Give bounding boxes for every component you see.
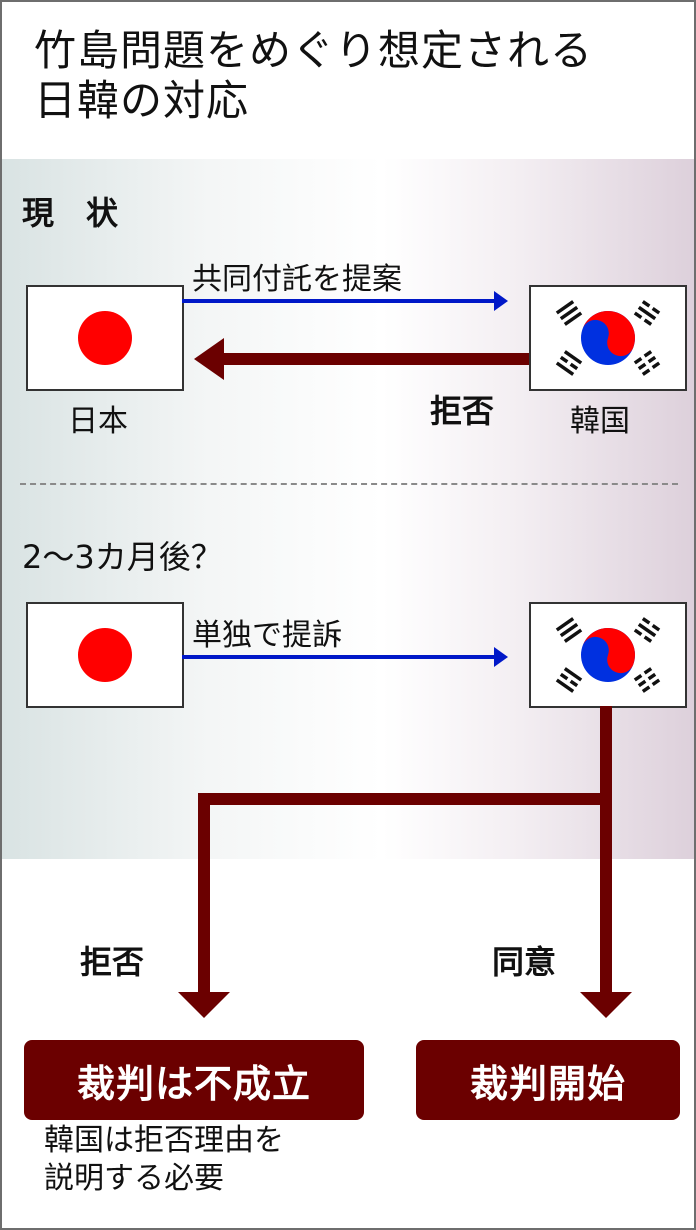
- branch-reject-label: 拒否: [80, 943, 145, 981]
- japan-flag-graphic: [78, 628, 132, 682]
- outcome-trial-starts-label: 裁判開始: [469, 1061, 626, 1106]
- outcome-trial-fails: 裁判は不成立: [24, 1040, 364, 1120]
- proposal-label: 共同付託を提案: [192, 262, 402, 297]
- rejection-label: 拒否: [430, 392, 495, 430]
- note-line-1: 韓国は拒否理由を: [44, 1123, 284, 1158]
- section-heading-current: 現 状: [22, 194, 119, 232]
- branch-agree-label: 同意: [492, 943, 557, 981]
- section-divider: [20, 483, 678, 485]
- outcome-trial-fails-label: 裁判は不成立: [76, 1061, 311, 1106]
- korea-flag-graphic: [555, 617, 661, 693]
- section-heading-future: 2〜3カ月後？: [22, 538, 223, 576]
- title-line-2: 日韓の対応: [34, 76, 250, 125]
- korea-label: 韓国: [570, 404, 630, 439]
- scenario-background: [2, 159, 694, 859]
- japan-flag-graphic: [78, 311, 132, 365]
- rejection-note: 韓国は拒否理由を 説明する必要: [44, 1122, 284, 1198]
- unilateral-filing-label: 単独で提訴: [192, 618, 342, 653]
- japan-label: 日本: [68, 404, 128, 439]
- korea-flag-graphic: [555, 300, 661, 376]
- korea-flag-icon: [529, 285, 687, 391]
- japan-flag-icon: [26, 602, 184, 708]
- outcome-trial-starts: 裁判開始: [416, 1040, 680, 1120]
- title-line-1: 竹島問題をめぐり想定される: [34, 26, 594, 75]
- korea-flag-icon: [529, 602, 687, 708]
- page-title: 竹島問題をめぐり想定される 日韓の対応: [34, 26, 593, 126]
- japan-flag-icon: [26, 285, 184, 391]
- note-line-2: 説明する必要: [44, 1161, 224, 1196]
